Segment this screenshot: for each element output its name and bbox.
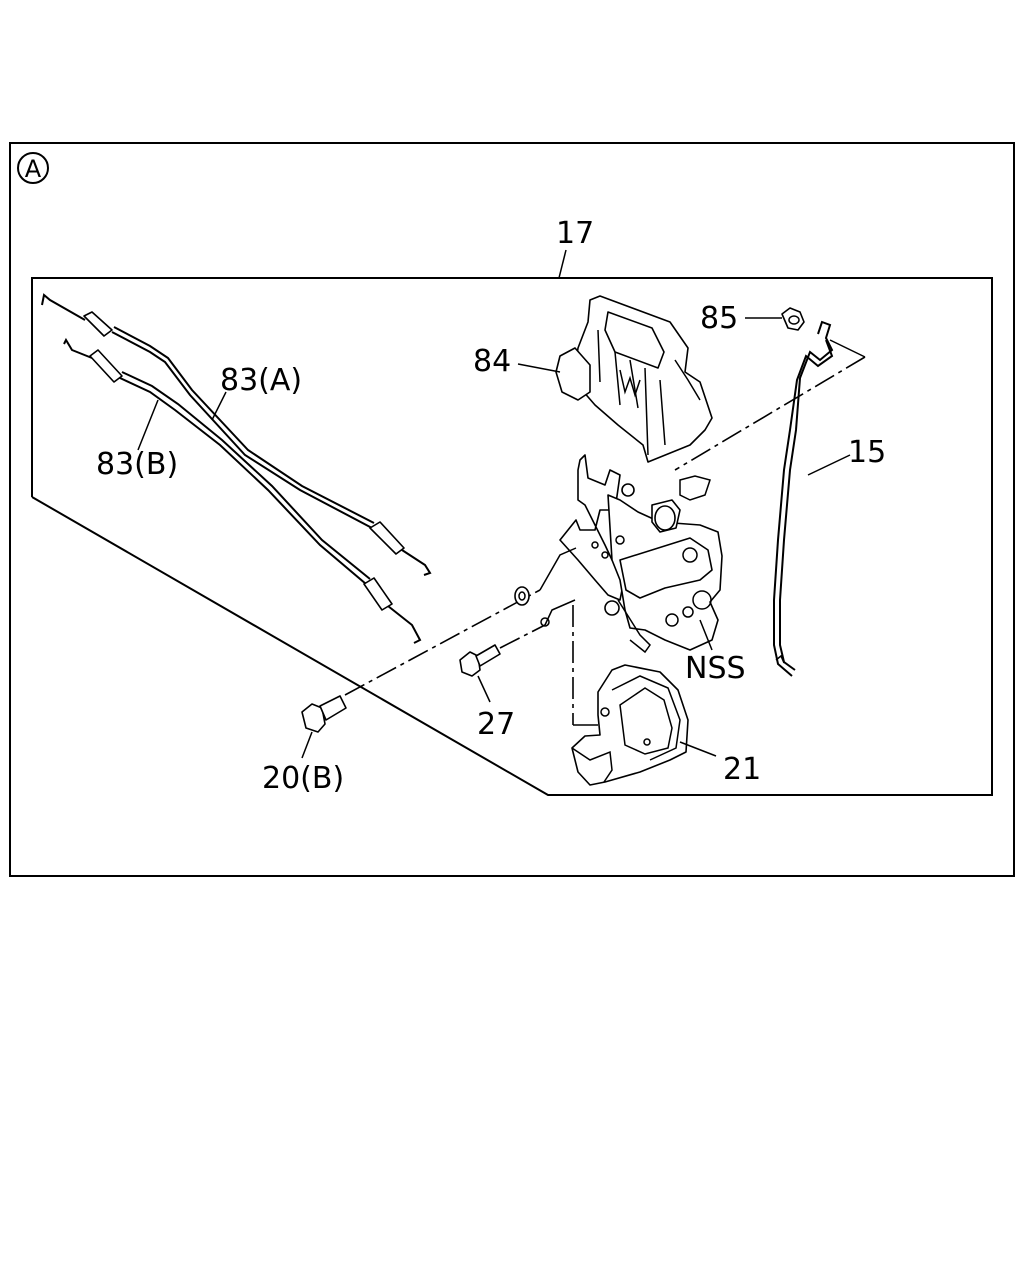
callout-21: 21 (723, 752, 761, 787)
assembly-label-17: 17 (556, 216, 594, 251)
callout-85: 85 (700, 301, 738, 336)
callout-nss: NSS (685, 651, 746, 686)
callout-15: 15 (848, 435, 886, 470)
actuator-part-21 (571, 664, 689, 786)
view-marker-letter: A (25, 155, 42, 183)
latch-mechanism (559, 454, 723, 654)
assembly-bracket (31, 249, 993, 796)
bolt-part-20b (301, 695, 347, 733)
view-marker: A (17, 152, 49, 184)
cover-part-84 (555, 295, 713, 463)
callout-83a: 83(A) (220, 363, 302, 398)
outer-frame (9, 142, 1015, 877)
rod-part-15 (773, 320, 834, 677)
washer-part (514, 586, 530, 606)
callout-20b: 20(B) (262, 761, 344, 796)
callout-83b: 83(B) (96, 447, 178, 482)
callout-84: 84 (473, 344, 511, 379)
cable-83b (63, 337, 422, 644)
callout-27: 27 (477, 707, 515, 742)
clip-part-85 (781, 307, 805, 331)
bolt-part-27 (459, 644, 501, 677)
cable-83a (41, 293, 432, 576)
